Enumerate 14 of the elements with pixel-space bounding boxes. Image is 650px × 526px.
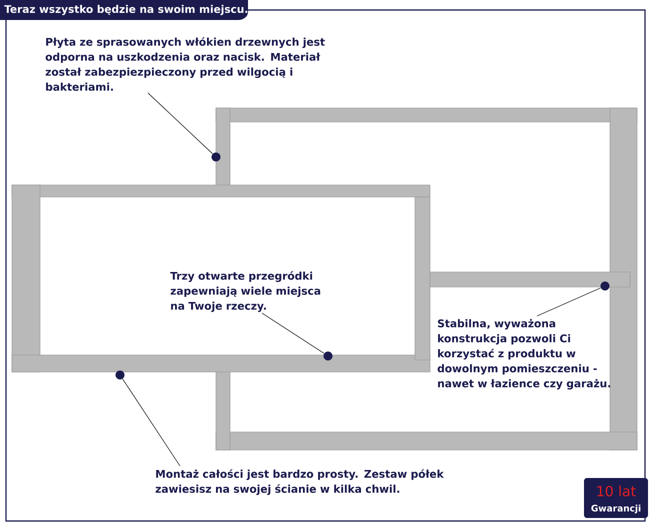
callout-dot (212, 152, 220, 162)
callout-dot (116, 370, 124, 380)
warranty-badge: 10 lat Gwarancji (584, 478, 648, 518)
leader-line (122, 378, 180, 466)
leader-line (262, 312, 324, 354)
callout-text: Stabilna, wyważona konstrukcja pozwoli Ci korzystać z produktu w dowolnym pomieszczeniu - nawet w łazience czy garażu. (438, 319, 610, 390)
leader-line (536, 288, 601, 316)
leader-line (148, 92, 213, 154)
callout-text: Montaż całości jest bardzo prosty. Zestaw półek zawiesisz na swojej ścianie w kilka chwil. (156, 469, 444, 495)
callout-text: Płyta ze sprasowanych włókien drzewnych jest odporna na uszkodzenia oraz nacisk. Materiał został zabezpiezpieczony przed wilgocią i bakteriami. (46, 37, 325, 91)
title-bar: Teraz wszystko będzie na swoim miejscu. (0, 0, 248, 20)
callout-text: Trzy otwarte przegródki zapewniają wiele miejsca na Twoje rzeczy. (170, 271, 320, 312)
callout-dot (600, 282, 610, 290)
callout-dot (324, 352, 332, 360)
